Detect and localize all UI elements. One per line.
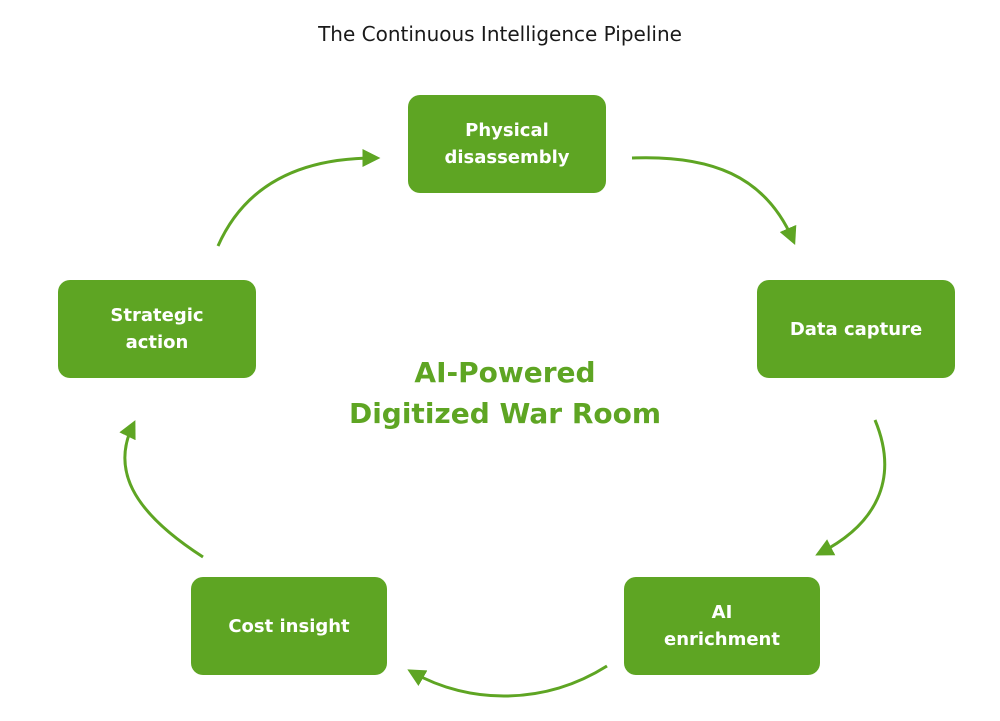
- arrow-cost-to-strategic: [119, 420, 204, 559]
- node-physical-disassembly: Physical disassembly: [408, 95, 606, 193]
- diagram-title: The Continuous Intelligence Pipeline: [318, 22, 682, 46]
- node-ai-enrichment: AI enrichment: [624, 577, 820, 675]
- center-label: AI-Powered Digitized War Room: [348, 356, 662, 430]
- arrow-strategic-to-physical: [216, 149, 381, 247]
- arrow-data-to-ai: [815, 419, 887, 556]
- arrow-ai-to-cost: [407, 664, 608, 698]
- node-data-capture: Data capture: [757, 280, 955, 378]
- arrow-physical-to-data: [631, 156, 797, 245]
- node-cost-insight: Cost insight: [191, 577, 387, 675]
- node-strategic-action: Strategic action: [58, 280, 256, 378]
